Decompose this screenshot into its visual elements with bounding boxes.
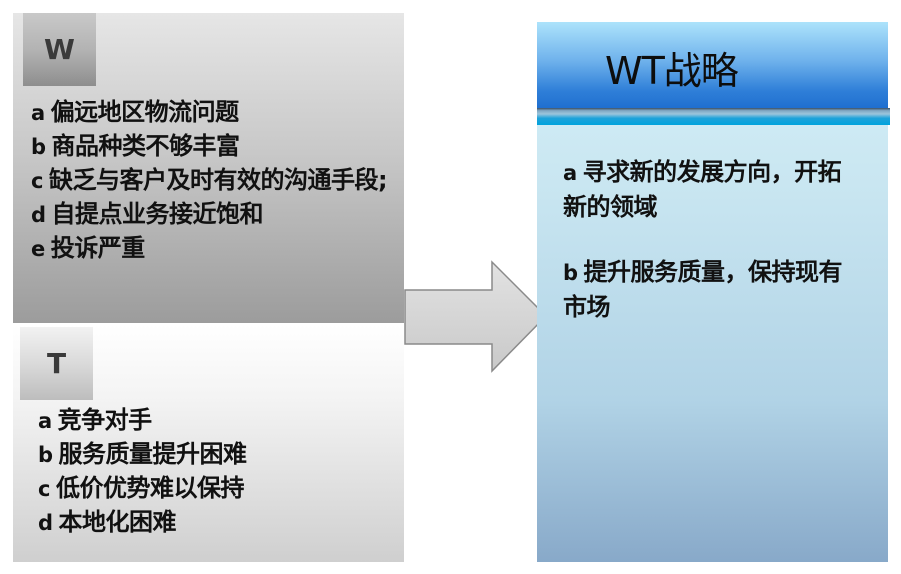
strategy-header-stripe bbox=[537, 108, 890, 125]
weakness-badge: W bbox=[23, 13, 96, 86]
strategy-header bbox=[537, 22, 888, 108]
strategy-title: WT战略 bbox=[605, 49, 739, 93]
right-arrow-icon bbox=[404, 260, 548, 373]
threat-badge: T bbox=[20, 327, 93, 400]
